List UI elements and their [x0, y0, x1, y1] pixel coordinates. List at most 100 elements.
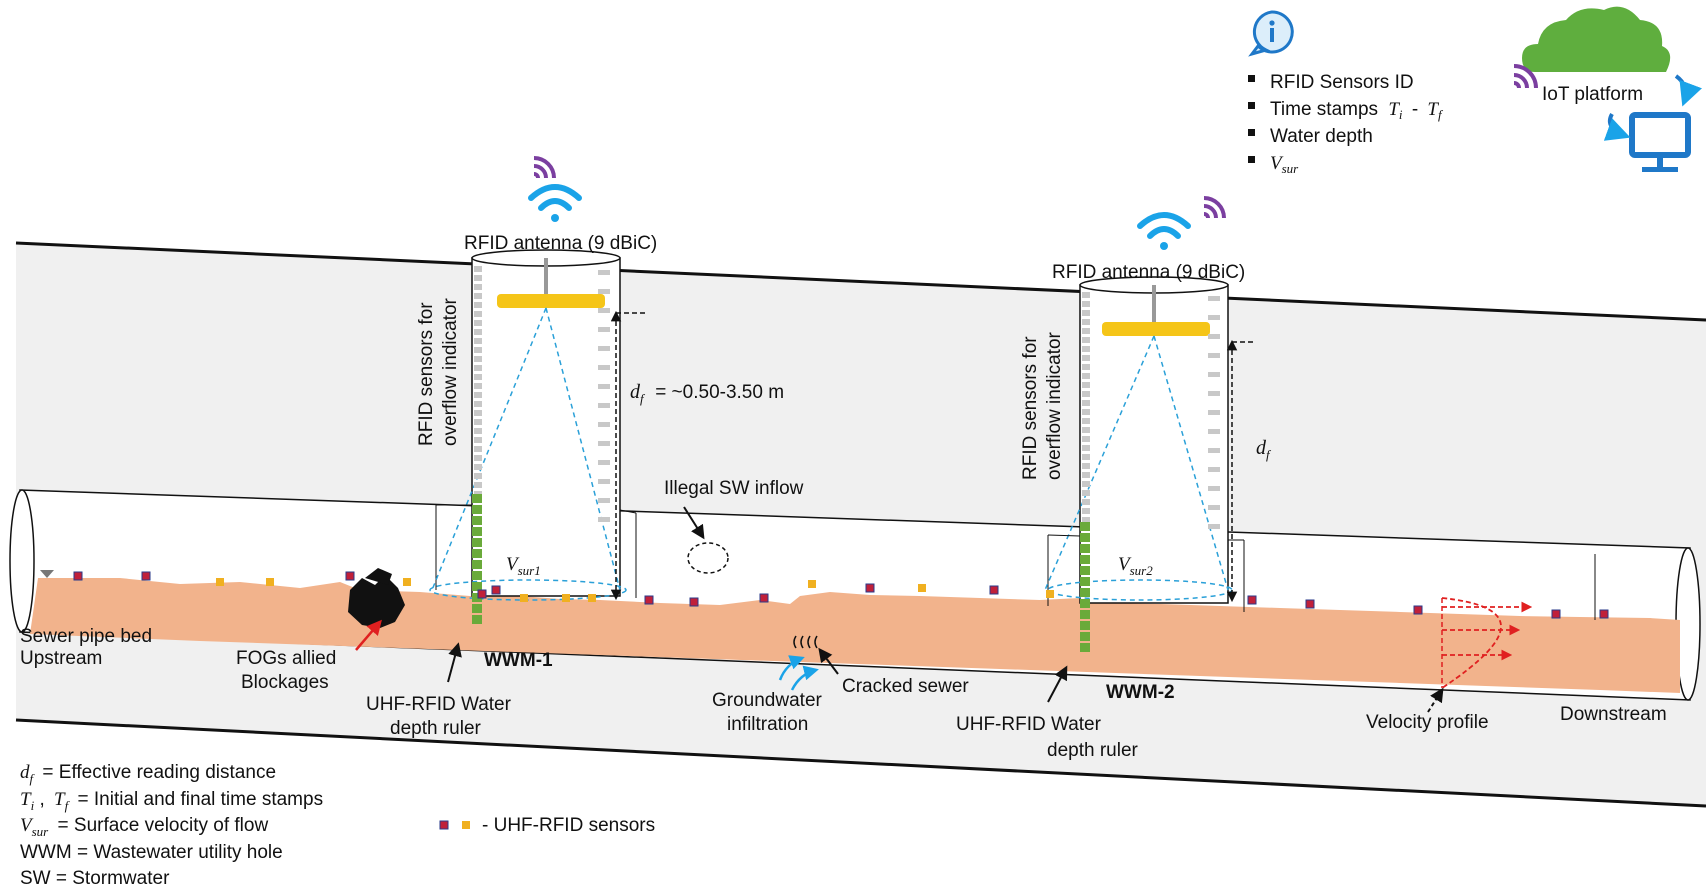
overflow-sensor-tick: [1082, 319, 1090, 325]
upstream-label-1: Sewer pipe bed: [20, 626, 152, 647]
legend-vsur: Vsur = Surface velocity of flow: [20, 815, 268, 841]
velocity-profile-label: Velocity profile: [1366, 712, 1489, 733]
overflow-sensor-tick: [1082, 418, 1090, 424]
overflow-sensor-tick: [474, 338, 482, 344]
overflow-sensor-tick: [474, 401, 482, 407]
sensor-red: [73, 571, 83, 581]
overflow-sensor-tick: [474, 446, 482, 452]
sensor-yellow: [588, 594, 596, 602]
overflow-sensor-tick: [1082, 427, 1090, 433]
wwm1-overflow-label-2: overflow indicator: [440, 297, 461, 446]
wwm1-ruler-arrow: [447, 642, 462, 683]
sensor-yellow: [562, 594, 570, 602]
depth-tick: [1208, 429, 1220, 434]
overflow-sensor-tick: [1082, 472, 1090, 478]
depth-tick: [598, 346, 610, 351]
wwm1-overflow-label-1: RFID sensors for: [416, 302, 437, 446]
illegal-inflow-marker: [687, 542, 729, 574]
overflow-sensor-tick: [1082, 463, 1090, 469]
sensor-red: [345, 571, 355, 581]
overflow-sensor-tick: [474, 374, 482, 380]
sensor-yellow: [1046, 590, 1054, 598]
wwm2-df-label: df: [1256, 437, 1272, 462]
sensor-red: [989, 585, 999, 595]
depth-tick: [1208, 353, 1220, 358]
depth-tick: [598, 460, 610, 465]
legend-sw: SW = Stormwater: [20, 868, 170, 886]
depth-tick: [598, 422, 610, 427]
groundwater-label-2: infiltration: [727, 714, 808, 735]
overflow-sensor-tick: [474, 329, 482, 335]
sensor-red: [689, 597, 699, 607]
overflow-sensor-tick: [1082, 508, 1090, 514]
velocity-profile-icon: [1441, 597, 1533, 689]
sensor-red: [1551, 609, 1561, 619]
wwm1-manhole: [429, 249, 627, 624]
overflow-sensor-tick: [474, 392, 482, 398]
depth-ruler-sensor: [472, 560, 482, 569]
iot-signal-icon: [1513, 64, 1538, 89]
depth-tick: [598, 289, 610, 294]
wwm1-df-label: df = ~0.50-3.50 m: [630, 381, 784, 408]
sensor-yellow: [808, 580, 816, 588]
overflow-sensor-tick: [474, 293, 482, 299]
wwm1-antenna-bar: [497, 294, 605, 308]
depth-ruler-sensor: [472, 604, 482, 613]
depth-ruler-sensor: [472, 615, 482, 624]
sensor-red: [491, 585, 501, 595]
depth-ruler-sensor: [1080, 566, 1090, 575]
sensor-yellow: [266, 578, 274, 586]
fogs-label-2: Blockages: [241, 672, 329, 693]
info-item-sensor-id: RFID Sensors ID: [1270, 72, 1414, 93]
overflow-sensor-tick: [1082, 517, 1090, 523]
overflow-sensor-tick: [474, 473, 482, 479]
wwm1-ruler-label-1: UHF-RFID Water: [366, 694, 512, 715]
depth-tick: [598, 365, 610, 370]
crack-icon: [793, 635, 818, 649]
wwm1-label: WWM-1: [484, 650, 553, 671]
depth-tick: [1208, 486, 1220, 491]
sensor-red: [1305, 599, 1315, 609]
overflow-sensor-tick: [474, 320, 482, 326]
wwm2-overflow-label-2: overflow indicator: [1044, 331, 1065, 480]
depth-ruler-sensor: [1080, 643, 1090, 652]
wwm2-ruler-arrow: [1047, 665, 1068, 703]
wwm2-wifi-icon: [1137, 212, 1191, 250]
wwm1-wifi-icon: [528, 184, 582, 222]
overflow-sensor-tick: [1082, 373, 1090, 379]
overflow-sensor-tick: [1082, 391, 1090, 397]
depth-ruler-sensor: [472, 593, 482, 602]
depth-tick: [598, 441, 610, 446]
ground-top-line: [15, 241, 1706, 322]
sensor-red: [477, 589, 487, 599]
overflow-sensor-tick: [1082, 400, 1090, 406]
overflow-sensor-tick: [474, 482, 482, 488]
overflow-sensor-tick: [474, 437, 482, 443]
iot-sync-arrow-2: [1603, 113, 1631, 141]
velocity-profile-arrow: [1427, 687, 1444, 713]
depth-ruler-sensor: [1080, 588, 1090, 597]
iot-sync-arrow-1: [1674, 74, 1702, 107]
sensor-yellow: [520, 594, 528, 602]
downstream-label: Downstream: [1560, 704, 1667, 725]
overflow-sensor-tick: [1082, 490, 1090, 496]
overflow-sensor-tick: [474, 410, 482, 416]
depth-tick: [1208, 467, 1220, 472]
overflow-sensor-tick: [1082, 346, 1090, 352]
depth-ruler-sensor: [472, 505, 482, 514]
info-icon: [1248, 10, 1294, 57]
depth-tick: [598, 517, 610, 522]
overflow-sensor-tick: [1082, 310, 1090, 316]
depth-tick: [598, 308, 610, 313]
overflow-sensor-tick: [474, 302, 482, 308]
sensor-yellow: [403, 578, 411, 586]
cracked-sewer-arrow: [818, 647, 839, 675]
overflow-sensor-tick: [1082, 409, 1090, 415]
water-level-icon: [40, 570, 54, 578]
sensor-red: [141, 571, 151, 581]
sensor-red: [644, 595, 654, 605]
groundwater-label-1: Groundwater: [712, 690, 823, 711]
depth-tick: [598, 479, 610, 484]
depth-tick: [598, 498, 610, 503]
